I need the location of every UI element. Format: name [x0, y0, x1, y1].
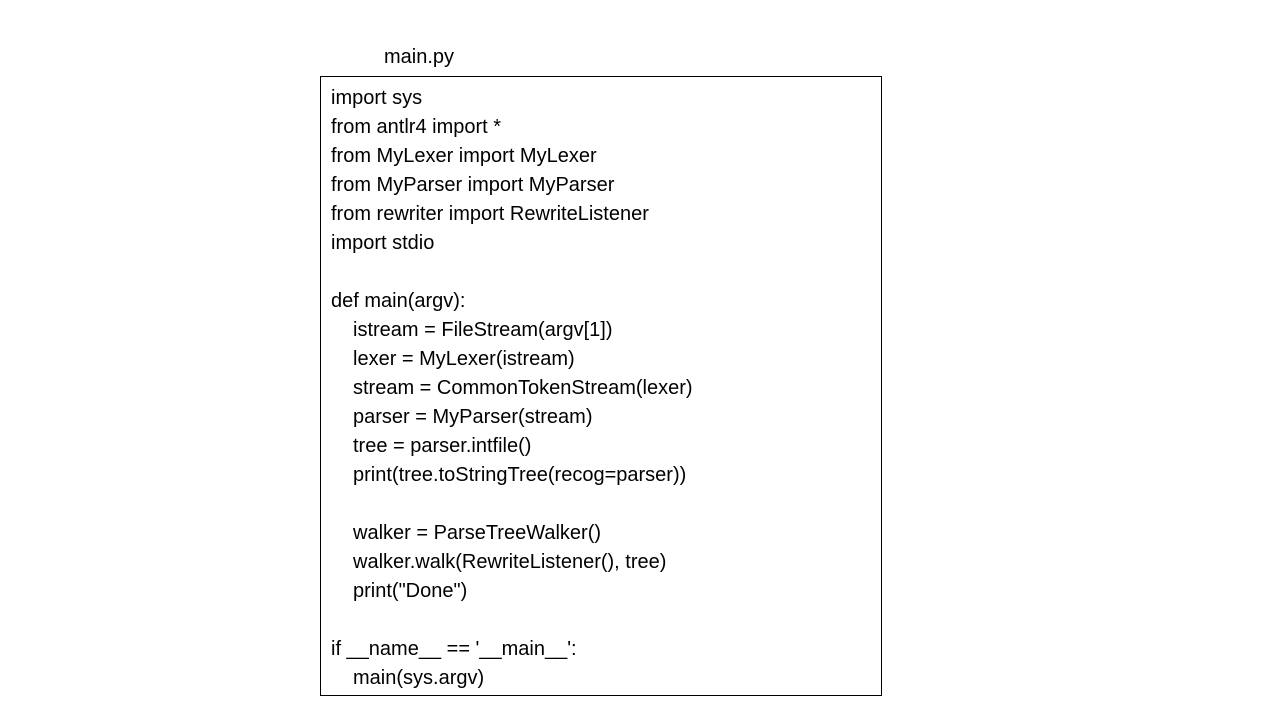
- code-line: from rewriter import RewriteListener: [331, 203, 649, 225]
- code-line: from MyParser import MyParser: [331, 174, 615, 196]
- code-line-blank: [331, 260, 693, 289]
- code-lines: import sys from antlr4 import * from MyL…: [331, 86, 693, 695]
- code-line: main(sys.argv): [353, 667, 485, 689]
- code-line: from antlr4 import *: [331, 116, 502, 138]
- code-line-blank: [331, 608, 693, 637]
- file-name-label: main.py: [384, 46, 455, 68]
- code-line: from MyLexer import MyLexer: [331, 145, 597, 167]
- code-line: if __name__ == '__main__':: [331, 638, 577, 660]
- code-line: import sys: [331, 87, 423, 109]
- code-line: parser = MyParser(stream): [353, 406, 593, 428]
- code-listing-box: import sys from antlr4 import * from MyL…: [320, 76, 882, 696]
- code-line: def main(argv):: [331, 290, 466, 312]
- code-line: import stdio: [331, 232, 435, 254]
- code-line: stream = CommonTokenStream(lexer): [353, 377, 693, 399]
- code-line: walker = ParseTreeWalker(): [353, 522, 602, 544]
- code-line: print("Done"): [353, 580, 468, 602]
- code-line: tree = parser.intfile(): [353, 435, 532, 457]
- code-line: walker.walk(RewriteListener(), tree): [353, 551, 667, 573]
- code-line-blank: [331, 492, 693, 521]
- code-line: istream = FileStream(argv[1]): [353, 319, 613, 341]
- code-line: lexer = MyLexer(istream): [353, 348, 575, 370]
- code-line: print(tree.toStringTree(recog=parser)): [353, 464, 687, 486]
